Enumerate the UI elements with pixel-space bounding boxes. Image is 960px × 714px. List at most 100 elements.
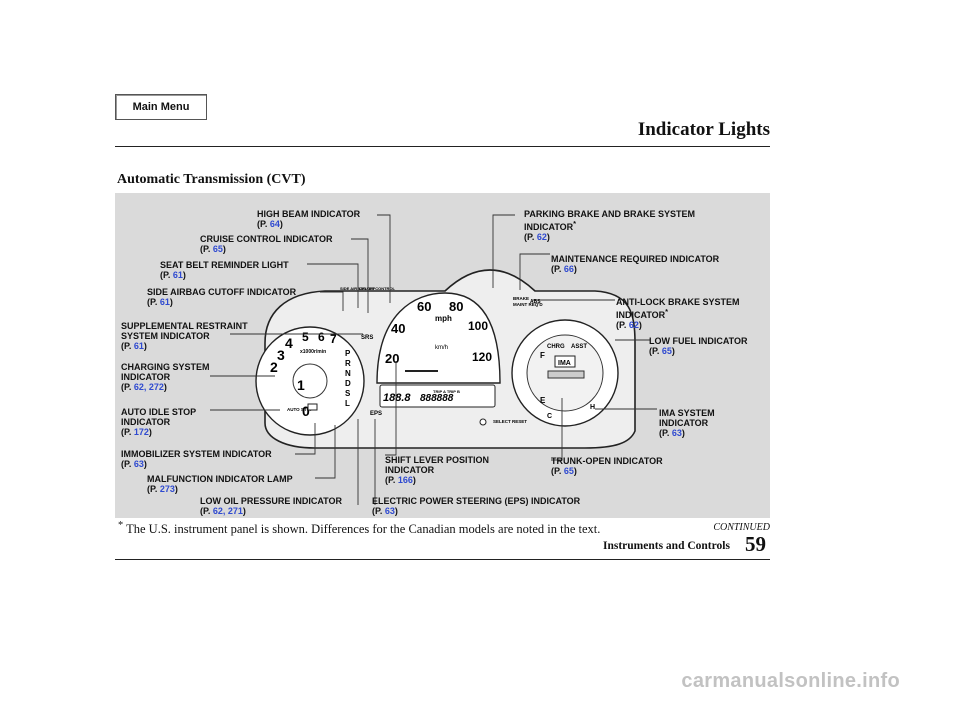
page-link-cruise[interactable]: 65 bbox=[212, 244, 223, 254]
label-mil: MALFUNCTION INDICATOR LAMP (P. 273) bbox=[147, 474, 293, 494]
leader-trunk bbox=[551, 398, 563, 461]
page-link-srs[interactable]: 61 bbox=[133, 341, 144, 351]
battery-icon bbox=[307, 403, 318, 411]
page-link-shift[interactable]: 166 bbox=[397, 475, 413, 485]
page-link-low-oil[interactable]: 62, 271 bbox=[212, 506, 243, 516]
label-parking-brake: PARKING BRAKE AND BRAKE SYSTEM INDICATOR… bbox=[524, 209, 696, 242]
abs-tag: ABS bbox=[530, 299, 541, 305]
page-link-seat-belt[interactable]: 61 bbox=[172, 270, 183, 280]
page-link-trunk[interactable]: 65 bbox=[563, 466, 574, 476]
label-ima: IMA SYSTEM INDICATOR (P. 63) bbox=[659, 408, 715, 438]
speed-100: 100 bbox=[468, 319, 488, 333]
speed-40: 40 bbox=[391, 321, 405, 336]
rpm-unit: x1000r/min bbox=[300, 349, 326, 355]
label-side-airbag: SIDE AIRBAG CUTOFF INDICATOR (P. 61) bbox=[147, 287, 297, 307]
leader-cruise bbox=[351, 238, 369, 313]
label-srs: SUPPLEMENTAL RESTRAINT SYSTEM INDICATOR … bbox=[121, 321, 248, 351]
section-subtitle: Automatic Transmission (CVT) bbox=[117, 172, 306, 187]
maint-tag: MAINT REQ'D bbox=[513, 302, 543, 307]
brake-tag: BRAKE bbox=[513, 296, 529, 301]
label-high-beam: HIGH BEAM INDICATOR (P. 64) bbox=[257, 209, 361, 229]
page-title: Indicator Lights bbox=[637, 119, 770, 140]
label-maintenance: MAINTENANCE REQUIRED INDICATOR (P. 66) bbox=[551, 254, 720, 274]
label-shift: SHIFT LEVER POSITION INDICATOR (P. 166) bbox=[385, 455, 490, 485]
speed-20: 20 bbox=[385, 351, 399, 366]
gear-p: P bbox=[345, 349, 351, 358]
page-link-low-fuel[interactable]: 65 bbox=[661, 346, 672, 356]
leader-maintenance bbox=[519, 253, 550, 290]
mph-unit: mph bbox=[435, 314, 452, 323]
watermark: carmanualsonline.info bbox=[681, 670, 900, 692]
page-link-high-beam[interactable]: 64 bbox=[269, 219, 280, 229]
kmh-unit: km/h bbox=[435, 345, 448, 351]
eps-tag: EPS bbox=[370, 411, 382, 417]
footer-rule bbox=[115, 559, 770, 560]
leader-shift bbox=[385, 361, 397, 456]
temp-c: C bbox=[547, 413, 552, 420]
select-reset-tag: SELECT RESET bbox=[493, 419, 527, 424]
label-low-fuel: LOW FUEL INDICATOR (P. 65) bbox=[649, 336, 748, 356]
page-link-maintenance[interactable]: 66 bbox=[563, 264, 574, 274]
tach-label-2: 2 bbox=[270, 359, 278, 375]
cruise-tag: CRUISE CONTROL bbox=[359, 286, 396, 291]
label-abs: ANTI-LOCK BRAKE SYSTEM INDICATOR* (P. 62… bbox=[616, 297, 740, 330]
page-link-parking-brake[interactable]: 62 bbox=[536, 232, 547, 242]
asst-tag: ASST bbox=[571, 344, 587, 350]
page-link-side-airbag[interactable]: 61 bbox=[159, 297, 170, 307]
section-name: Instruments and Controls bbox=[603, 540, 730, 552]
page-number: 59 bbox=[745, 532, 766, 556]
label-immobilizer: IMMOBILIZER SYSTEM INDICATOR (P. 63) bbox=[121, 449, 272, 469]
gear-d: D bbox=[345, 379, 351, 388]
trip-text: TRIP A TRIP B bbox=[433, 389, 460, 394]
tach-label-6: 6 bbox=[318, 330, 325, 344]
leader-side-airbag bbox=[320, 291, 344, 311]
srs-tag: SRS bbox=[361, 335, 373, 341]
chrg-tag: CHRG bbox=[547, 344, 565, 350]
tach-label-0: 0 bbox=[302, 403, 310, 419]
label-trunk: TRUNK-OPEN INDICATOR (P. 65) bbox=[551, 456, 663, 476]
page-link-eps[interactable]: 63 bbox=[384, 506, 395, 516]
tachometer: 0 1 2 3 4 5 6 7 x1000r/min bbox=[255, 326, 365, 436]
main-menu-button[interactable]: Main Menu bbox=[115, 94, 207, 120]
page-link-charging[interactable]: 62, 272 bbox=[133, 382, 164, 392]
fuel-e: E bbox=[540, 396, 546, 405]
label-eps: ELECTRIC POWER STEERING (EPS) INDICATOR … bbox=[372, 496, 581, 516]
speed-80: 80 bbox=[449, 299, 463, 314]
gear-n: N bbox=[345, 369, 351, 378]
page-link-ima[interactable]: 63 bbox=[671, 428, 682, 438]
speedometer: 20 40 60 80 100 120 mph km/h bbox=[376, 292, 501, 384]
gear-l: L bbox=[345, 399, 350, 408]
label-seat-belt: SEAT BELT REMINDER LIGHT (P. 61) bbox=[160, 260, 289, 280]
footnote: * The U.S. instrument panel is shown. Di… bbox=[118, 520, 601, 537]
page-link-mil[interactable]: 273 bbox=[159, 484, 175, 494]
tach-label-4: 4 bbox=[285, 335, 293, 351]
leader-high-beam bbox=[377, 214, 391, 303]
odo-digits: 888888 bbox=[420, 393, 454, 404]
temp-h: H bbox=[590, 404, 595, 411]
continued-label: CONTINUED bbox=[713, 522, 770, 533]
leader-seat-belt bbox=[307, 263, 359, 308]
gear-r: R bbox=[345, 359, 351, 368]
tach-label-1: 1 bbox=[297, 377, 305, 393]
odometer-lcd bbox=[379, 384, 496, 408]
tach-label-5: 5 bbox=[302, 330, 309, 344]
page-link-immobilizer[interactable]: 63 bbox=[133, 459, 144, 469]
label-low-oil: LOW OIL PRESSURE INDICATOR (P. 62, 271) bbox=[200, 496, 343, 516]
label-cruise: CRUISE CONTROL INDICATOR (P. 65) bbox=[200, 234, 333, 254]
instrument-cluster-drawing: 0 1 2 3 4 5 6 7 x1000r/min P R N D S L 2… bbox=[210, 214, 657, 505]
ima-tag: IMA bbox=[558, 360, 571, 367]
fuel-f: F bbox=[540, 351, 545, 360]
tach-label-7: 7 bbox=[330, 332, 337, 346]
speed-120: 120 bbox=[472, 350, 492, 364]
page-link-auto-idle[interactable]: 172 bbox=[133, 427, 149, 437]
fuel-temp-gauge: F E C H CHRG ASST IMA bbox=[511, 319, 619, 427]
label-charging: CHARGING SYSTEM INDICATOR (P. 62, 272) bbox=[121, 362, 210, 392]
speed-60: 60 bbox=[417, 299, 431, 314]
odo-value: 188.8 bbox=[383, 392, 411, 404]
auto-stop-tag: AUTO STOP bbox=[287, 407, 313, 412]
gear-s: S bbox=[345, 389, 351, 398]
leader-immobilizer bbox=[295, 423, 316, 455]
page-link-abs[interactable]: 62 bbox=[628, 320, 639, 330]
label-auto-idle: AUTO IDLE STOP INDICATOR (P. 172) bbox=[121, 407, 197, 437]
tach-label-3: 3 bbox=[277, 347, 285, 363]
